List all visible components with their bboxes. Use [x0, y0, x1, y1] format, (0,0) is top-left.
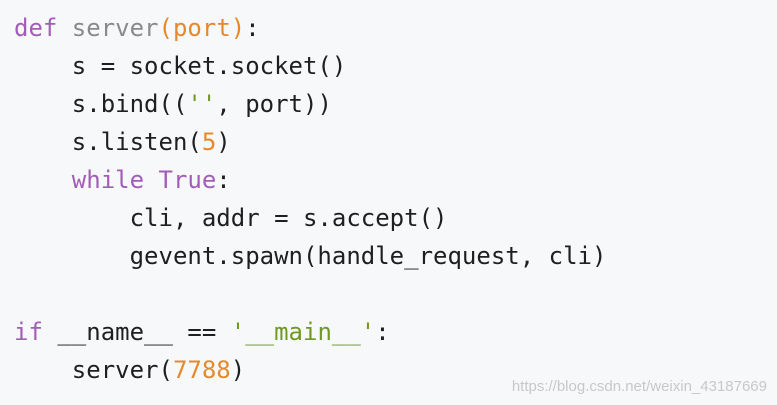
space — [144, 166, 158, 194]
code-text: s = socket.socket() — [14, 52, 347, 80]
paren-close: ) — [230, 14, 246, 42]
code-text: gevent.spawn(handle_request, cli) — [14, 242, 607, 270]
code-line-3: s.bind(('', port)) — [14, 85, 777, 123]
function-name: server — [57, 14, 159, 42]
keyword-while: while — [71, 166, 145, 194]
keyword-def: def — [14, 14, 58, 42]
watermark-url: https://blog.csdn.net/weixin_43187669 — [511, 378, 767, 395]
code-line-10: server(7788) — [14, 351, 777, 389]
code-line-5: while True: — [14, 161, 777, 199]
colon: : — [375, 318, 390, 346]
param-port: port — [172, 14, 231, 42]
code-text: , port)) — [216, 90, 332, 118]
indent — [14, 166, 72, 194]
code-text: s.bind(( — [14, 90, 188, 118]
code-line-6: cli, addr = s.accept() — [14, 199, 777, 237]
code-line-2: s = socket.socket() — [14, 47, 777, 85]
colon: : — [245, 14, 260, 42]
code-text: s.listen( — [14, 128, 202, 156]
code-line-7: gevent.spawn(handle_request, cli) — [14, 237, 777, 275]
code-line-8-blank — [14, 275, 777, 313]
string-literal: '__main__' — [230, 318, 376, 346]
number-literal: 5 — [201, 128, 217, 156]
code-line-4: s.listen(5) — [14, 123, 777, 161]
code-line-9: if __name__ == '__main__': — [14, 313, 777, 351]
code-line-1: def server(port): — [14, 9, 777, 47]
keyword-if: if — [14, 318, 43, 346]
keyword-true: True — [158, 166, 217, 194]
paren-open: ( — [158, 14, 173, 42]
code-text: ) — [216, 128, 231, 156]
code-text: ) — [230, 356, 246, 384]
colon: : — [216, 166, 231, 194]
code-text: server( — [14, 356, 173, 384]
code-text: cli, addr = s.accept() — [14, 204, 448, 232]
code-text: __name__ == — [42, 318, 231, 346]
number-literal: 7788 — [172, 356, 231, 384]
string-literal: '' — [187, 90, 217, 118]
